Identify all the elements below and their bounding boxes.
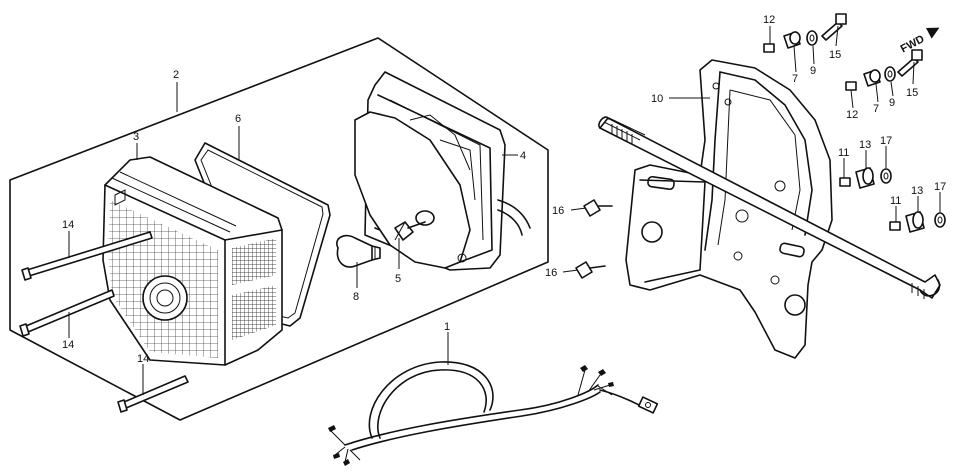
label-part-4: 4 <box>520 150 526 162</box>
socket-screw <box>394 221 426 241</box>
spacer-13-upper <box>855 167 875 189</box>
label-part-2: 2 <box>173 69 179 81</box>
label-part-3: 3 <box>133 131 139 143</box>
tail-lamp-lens <box>102 156 283 366</box>
leader-lines <box>68 25 941 395</box>
label-part-11-a: 11 <box>838 147 849 159</box>
mounting-bolt-2 <box>19 289 115 337</box>
label-part-9-b: 9 <box>889 97 895 109</box>
washer-9-top <box>806 30 818 46</box>
nut-11-upper <box>839 177 851 187</box>
wire-harness <box>328 361 659 466</box>
label-part-7-b: 7 <box>873 103 879 115</box>
nut-12-mid <box>845 81 857 91</box>
label-part-14-c: 14 <box>137 353 149 365</box>
label-part-12-b: 12 <box>846 109 858 121</box>
washer-17-lower <box>934 212 946 228</box>
label-part-9-a: 9 <box>810 65 816 77</box>
label-part-13-b: 13 <box>911 185 923 197</box>
label-part-11-b: 11 <box>890 195 901 207</box>
washer-9-mid <box>884 66 896 82</box>
bolt-15-mid <box>897 49 923 77</box>
nut-11-lower <box>889 221 901 231</box>
collar-7-top <box>783 31 801 49</box>
label-part-8: 8 <box>353 291 359 303</box>
label-part-12-a: 12 <box>763 14 775 26</box>
washer-17-upper <box>880 168 892 184</box>
bolt-16-upper <box>583 199 613 217</box>
lamp-housing <box>354 71 531 271</box>
label-part-10: 10 <box>651 93 663 105</box>
label-part-1: 1 <box>444 321 450 333</box>
label-part-17-a: 17 <box>880 135 892 147</box>
label-part-15-a: 15 <box>829 49 841 61</box>
license-bracket <box>625 59 833 359</box>
nut-12-top <box>763 43 775 53</box>
bolt-15-top <box>821 13 847 41</box>
axle-shaft <box>598 116 941 299</box>
label-part-14-a: 14 <box>62 219 74 231</box>
label-part-13-a: 13 <box>859 139 871 151</box>
mounting-bolt-1 <box>21 231 153 281</box>
label-part-16-a: 16 <box>552 205 564 217</box>
spacer-13-lower <box>905 211 925 233</box>
label-part-14-b: 14 <box>62 339 74 351</box>
collar-7-mid <box>863 69 881 87</box>
label-part-6: 6 <box>235 113 241 125</box>
bolt-16-lower <box>575 261 606 279</box>
label-part-5: 5 <box>395 273 401 285</box>
part-labels: 2 3 6 4 5 8 1 10 14 14 14 12 7 9 15 12 7… <box>62 14 946 365</box>
label-part-17-b: 17 <box>934 181 946 193</box>
assembly-outline <box>9 37 549 421</box>
label-part-16-b: 16 <box>545 267 557 279</box>
label-part-15-b: 15 <box>906 87 918 99</box>
mounting-bolt-3 <box>117 375 189 413</box>
label-part-7-a: 7 <box>792 73 798 85</box>
bulb <box>336 234 381 268</box>
